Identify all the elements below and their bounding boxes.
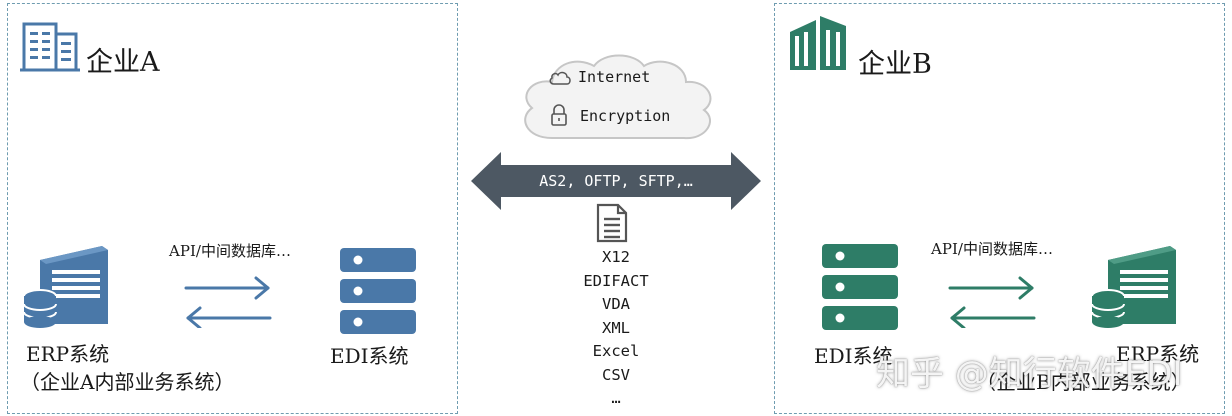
format-item: Excel — [592, 342, 640, 360]
company-a-panel — [7, 3, 458, 414]
company-b-title: 企业B — [858, 49, 932, 80]
watermark: 知乎 @知行软件EDI — [876, 354, 1183, 394]
format-item: EDIFACT — [583, 271, 649, 290]
cloud-icon — [548, 70, 572, 90]
format-item: X12 — [602, 248, 630, 266]
company-a-erp-sublabel: （企业A内部业务系统） — [20, 370, 235, 394]
company-b-sync-arrows — [946, 272, 1038, 332]
protocol-label: AS2, OFTP, SFTP,… — [539, 172, 693, 190]
protocol-double-arrow — [471, 152, 761, 214]
company-a-sync-arrows — [182, 272, 274, 332]
company-a-title: 企业A — [86, 47, 160, 78]
cloud-item-encryption: Encryption — [580, 107, 671, 125]
format-item: XML — [602, 318, 630, 337]
format-item: … — [611, 389, 621, 407]
company-a-building-icon — [20, 20, 80, 78]
internet-cloud — [512, 50, 722, 154]
format-item: CSV — [602, 365, 630, 384]
company-b-building-icon — [788, 14, 850, 76]
company-b-panel — [774, 3, 1225, 414]
company-b-edi-label: EDI系统 — [814, 344, 893, 368]
format-list: X12 EDIFACT VDA XML Excel CSV … — [560, 246, 672, 411]
company-a-edi-server-icon — [340, 248, 416, 338]
lock-icon — [550, 104, 568, 130]
format-item: VDA — [602, 295, 630, 313]
company-b-edi-server-icon — [822, 244, 898, 334]
company-a-edi-label: EDI系统 — [330, 344, 409, 368]
company-a-integration-label: API/中间数据库… — [169, 242, 291, 260]
company-b-erp-label: ERP系统 — [1116, 342, 1200, 366]
company-b-erp-server-icon — [1090, 240, 1180, 336]
document-icon — [596, 203, 628, 247]
company-a-erp-server-icon — [22, 240, 112, 336]
company-b-integration-label: API/中间数据库… — [931, 240, 1053, 258]
cloud-item-internet: Internet — [578, 68, 651, 86]
company-a-erp-label: ERP系统 — [26, 342, 110, 366]
company-b-erp-sublabel: （企业B内部业务系统） — [976, 370, 1191, 394]
